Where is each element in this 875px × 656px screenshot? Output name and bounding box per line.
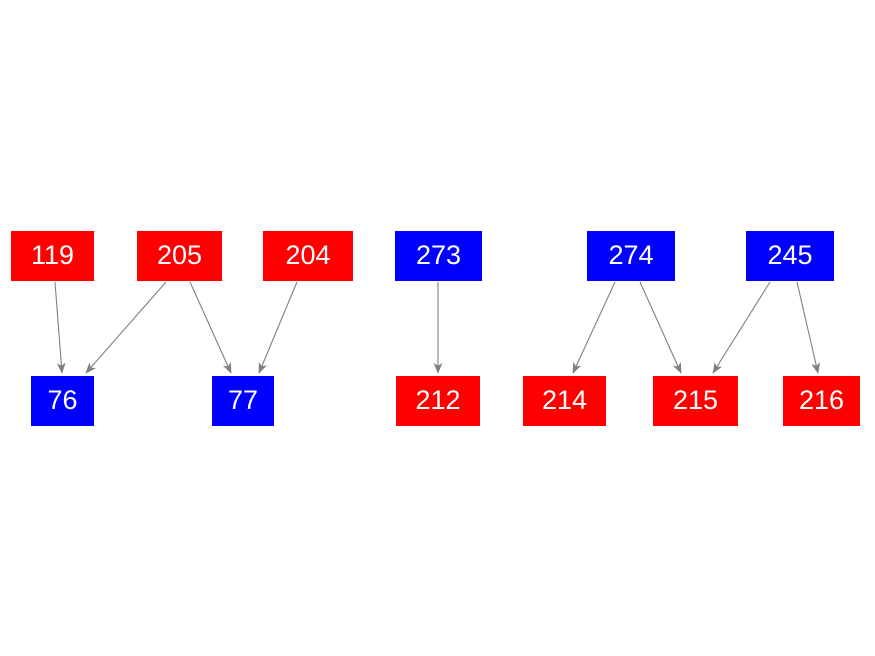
node-119[interactable]: 119 — [11, 231, 94, 281]
node-77[interactable]: 77 — [212, 376, 274, 426]
edges-group — [54, 281, 821, 374]
node-204[interactable]: 204 — [263, 231, 353, 281]
node-label: 214 — [541, 384, 588, 415]
node-label: 215 — [672, 384, 719, 415]
edge-274-to-215 — [639, 281, 682, 374]
edge-119-to-76 — [54, 281, 66, 374]
node-label: 204 — [285, 239, 331, 270]
node-label: 76 — [47, 384, 78, 415]
node-label: 77 — [227, 384, 259, 415]
edge-274-to-214 — [572, 281, 616, 374]
node-label: 212 — [415, 384, 461, 415]
node-label: 216 — [798, 384, 845, 415]
edge-205-to-77 — [189, 281, 232, 374]
node-214[interactable]: 214 — [523, 376, 606, 426]
edge-245-to-216 — [796, 281, 821, 374]
node-273[interactable]: 273 — [395, 231, 482, 281]
node-274[interactable]: 274 — [587, 231, 675, 281]
node-205[interactable]: 205 — [137, 231, 222, 281]
node-245[interactable]: 245 — [746, 231, 834, 281]
node-216[interactable]: 216 — [783, 376, 860, 426]
edge-204-to-77 — [258, 281, 298, 374]
node-label: 273 — [415, 239, 462, 270]
edge-205-to-76 — [85, 281, 167, 374]
node-215[interactable]: 215 — [653, 376, 738, 426]
node-76[interactable]: 76 — [31, 376, 94, 426]
node-label: 245 — [767, 239, 813, 270]
node-label: 205 — [156, 239, 203, 270]
node-label: 119 — [30, 239, 75, 270]
node-label: 274 — [608, 239, 654, 270]
node-212[interactable]: 212 — [396, 376, 480, 426]
edge-245-to-215 — [712, 281, 771, 374]
